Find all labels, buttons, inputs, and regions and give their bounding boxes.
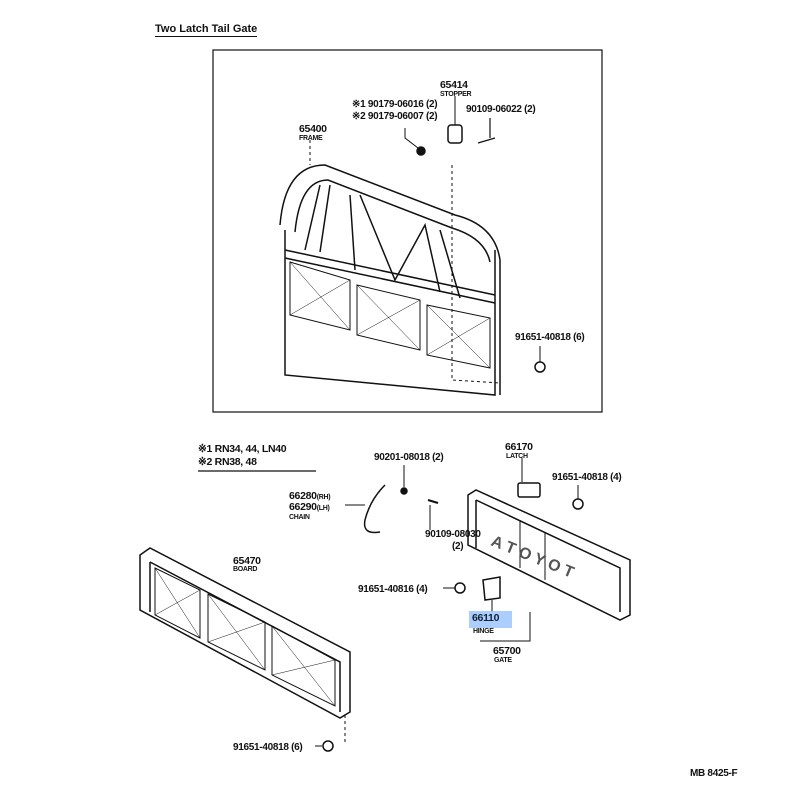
rivet-frame-drawing [534,361,546,373]
part-name-chain: CHAIN [289,514,310,521]
diagram-title: Two Latch Tail Gate [155,23,258,37]
upper-frame-box [212,49,603,413]
hinge-drawing [482,576,501,601]
part-number-board[interactable]: 65470 [233,555,261,567]
bolt-drawing [416,146,426,156]
part-number-frame-rivet[interactable]: 91651-40818 (6) [515,332,585,343]
frame-drawing [279,140,501,396]
figure-code: MB 8425-F [690,768,738,779]
chain-drawing [363,484,386,534]
part-number-chain-lh[interactable]: 66290(LH) [289,502,330,513]
svg-text:A T O Y O T: A T O Y O T [489,533,577,582]
part-number-frame[interactable]: 65400 [299,123,327,135]
rivet-latch-drawing [572,498,584,510]
part-number-stopper-screw[interactable]: 90109-06022 (2) [466,104,536,115]
part-number-chain-nut[interactable]: 90201-08018 (2) [374,452,444,463]
chain-rh-side: (RH) [316,494,331,501]
chain-lh-number: 66290 [289,501,317,513]
part-number-gate[interactable]: 65700 [493,645,521,657]
chain-lh-side: (LH) [316,505,330,512]
note-2: ※2 RN38, 48 [198,456,257,468]
screw-drawing [477,118,496,144]
hinge-highlight [469,611,512,628]
part-number-latch[interactable]: 66170 [505,441,533,453]
note-1: ※1 RN34, 44, LN40 [198,443,287,455]
part-name-stopper: STOPPER [440,91,472,98]
part-name-board: BOARD [233,566,258,573]
chain-rh-number: 66280 [289,490,317,502]
part-name-hinge: HINGE [473,628,494,635]
latch-drawing [517,482,541,498]
part-number-bolt-2[interactable]: ※2 90179-06007 (2) [352,111,438,122]
part-number-bolt-1[interactable]: ※1 90179-06016 (2) [352,99,438,110]
part-name-latch: LATCH [506,453,528,460]
chain-bolt-qty: (2) [452,541,464,552]
part-number-hinge[interactable]: 66110 [472,612,500,624]
part-name-gate: GATE [494,657,512,664]
board-drawing [139,547,351,745]
part-name-frame: FRAME [299,135,323,142]
stopper-drawing [447,124,463,144]
part-number-stopper[interactable]: 65414 [440,79,468,91]
part-number-hinge-rivet[interactable]: 91651-40816 (4) [358,584,428,595]
part-number-latch-rivet[interactable]: 91651-40818 (4) [552,472,622,483]
part-number-chain-bolt[interactable]: 90109-08030 [425,529,481,540]
part-number-chain-rh[interactable]: 66280(RH) [289,490,331,502]
part-number-board-rivet[interactable]: 91651-40818 (6) [233,742,303,753]
